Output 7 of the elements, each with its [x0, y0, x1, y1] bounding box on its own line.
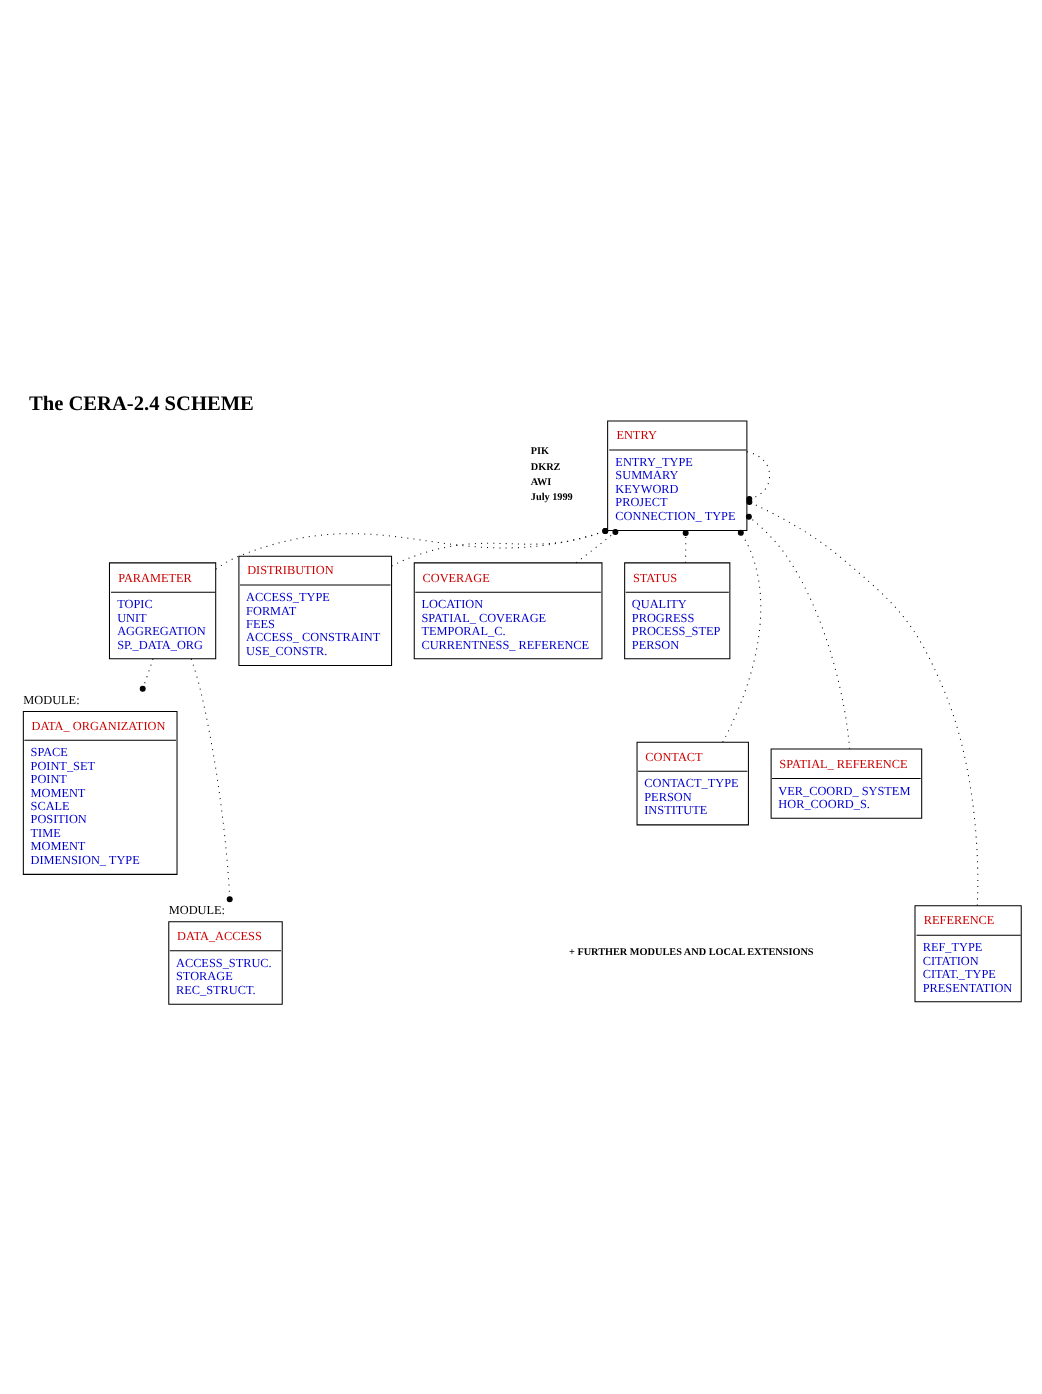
- connector: [746, 498, 979, 905]
- connector: [745, 512, 851, 749]
- connector: [722, 528, 762, 742]
- connector: [190, 657, 233, 902]
- connector: [682, 529, 689, 563]
- connector: [139, 657, 154, 691]
- diagram-title: The CERA-2.4 SCHEME: [29, 392, 254, 415]
